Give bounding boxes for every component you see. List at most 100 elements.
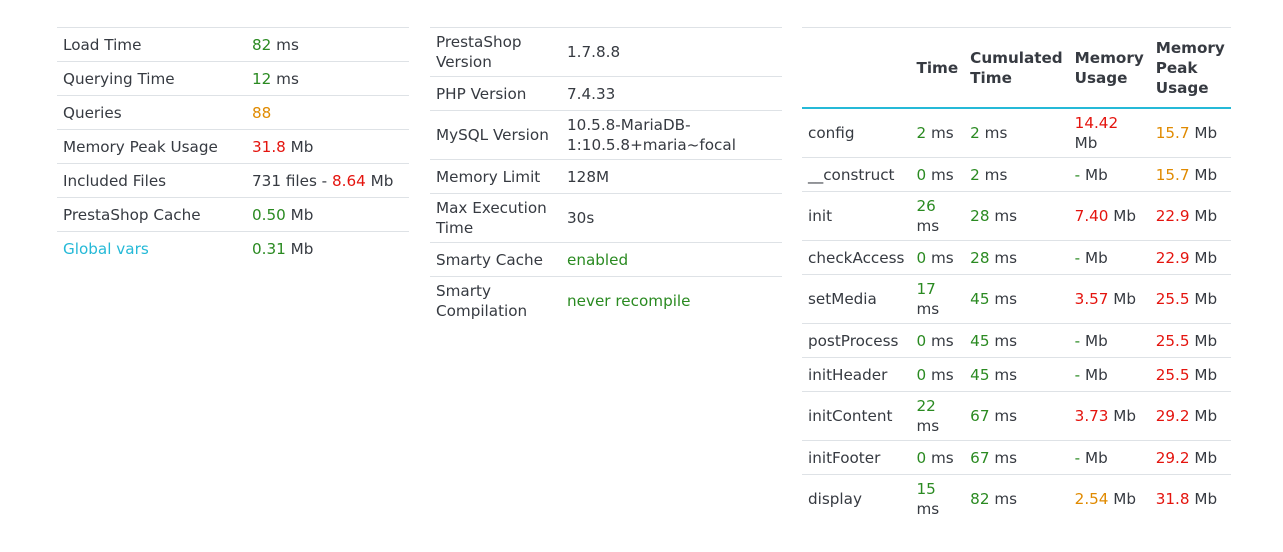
step-peak-value: 25.5: [1155, 290, 1190, 308]
environment-value: 7.4.33: [561, 76, 782, 111]
steps-header-row: Time Cumulated Time Memory Usage Memory …: [802, 27, 1231, 109]
summary-label: Querying Time: [57, 61, 246, 96]
summary-label: Load Time: [57, 27, 246, 62]
step-cumulated: 67 ms: [964, 391, 1069, 441]
step-memory: - Mb: [1068, 240, 1150, 275]
step-peak-value: 31.8: [1155, 490, 1190, 508]
value-number: 31.8: [252, 137, 286, 156]
step-memory: 2.54 Mb: [1068, 474, 1150, 523]
step-time-value: 26: [916, 197, 936, 215]
summary-label: PrestaShop Cache: [57, 197, 246, 232]
unit: ms: [916, 217, 940, 235]
value-number: 8.64: [332, 171, 366, 190]
unit: ms: [989, 331, 1018, 350]
step-peak: 22.9 Mb: [1149, 240, 1231, 275]
unit: Mb: [1080, 365, 1108, 384]
step-cumulated: 2 ms: [964, 157, 1069, 192]
value-number: 12: [252, 69, 272, 88]
step-peak: 25.5 Mb: [1149, 357, 1231, 392]
summary-value: 82 ms: [246, 27, 409, 62]
step-cumulated-value: 67: [970, 448, 990, 467]
unit: ms: [926, 165, 954, 184]
step-peak: 22.9 Mb: [1149, 191, 1231, 241]
summary-value: 0.50 Mb: [246, 197, 409, 232]
step-peak-value: 25.5: [1155, 365, 1190, 384]
step-name: postProcess: [802, 323, 911, 358]
unit: Mb: [1080, 248, 1108, 267]
step-memory-value: 2.54: [1074, 490, 1109, 508]
unit: Mb: [1189, 207, 1218, 225]
step-cumulated-value: 2: [970, 124, 980, 142]
step-cumulated: 82 ms: [964, 474, 1069, 523]
value-number: 0.31: [252, 239, 286, 258]
environment-row: Smarty Compilation never recompile: [430, 276, 782, 325]
step-cumulated-value: 2: [970, 165, 980, 184]
step-memory-value: 7.40: [1074, 207, 1109, 225]
environment-value-text: 10.5.8-MariaDB-1:10.5.8+maria~focal: [567, 116, 736, 154]
step-cumulated-value: 45: [970, 331, 990, 350]
step-time-value: 22: [916, 397, 936, 415]
environment-label: Smarty Compilation: [430, 276, 561, 325]
unit: ms: [989, 248, 1018, 267]
step-name: initHeader: [802, 357, 911, 392]
summary-value: 31.8 Mb: [246, 129, 409, 164]
step-time: 2 ms: [910, 107, 965, 158]
step-time-value: 0: [916, 448, 927, 467]
unit: ms: [926, 331, 954, 350]
step-time: 26 ms: [910, 191, 965, 241]
step-cumulated: 2 ms: [964, 107, 1069, 158]
step-cumulated: 45 ms: [964, 274, 1069, 324]
unit: ms: [989, 207, 1018, 225]
step-time: 15 ms: [910, 474, 965, 523]
value-unit: Mb: [365, 171, 394, 190]
step-peak-value: 29.2: [1155, 448, 1190, 467]
step-name: checkAccess: [802, 240, 911, 275]
step-name: setMedia: [802, 274, 911, 324]
unit: ms: [989, 490, 1018, 508]
step-time-value: 0: [916, 248, 927, 267]
unit: ms: [979, 124, 1008, 142]
environment-value-text: never recompile: [567, 292, 691, 310]
unit: Mb: [1189, 365, 1218, 384]
value-unit: ms: [271, 35, 299, 54]
step-time-value: 0: [916, 165, 927, 184]
steps-header-step: [802, 27, 911, 109]
step-cumulated: 45 ms: [964, 323, 1069, 358]
environment-label: Max Execution Time: [430, 193, 561, 243]
value-number: 88: [252, 103, 272, 122]
steps-header-time: Time: [910, 27, 965, 109]
unit: Mb: [1189, 448, 1218, 467]
unit: ms: [979, 165, 1008, 184]
unit: Mb: [1108, 490, 1137, 508]
step-peak-value: 22.9: [1155, 248, 1190, 267]
step-name: init: [802, 191, 911, 241]
summary-label: Queries: [57, 95, 246, 130]
step-cumulated: 28 ms: [964, 240, 1069, 275]
steps-header-peak: Memory Peak Usage: [1149, 27, 1231, 109]
step-memory-value: -: [1074, 331, 1081, 350]
summary-label[interactable]: Global vars: [57, 231, 246, 265]
environment-value-text: enabled: [567, 250, 629, 269]
unit: Mb: [1080, 331, 1108, 350]
unit: Mb: [1189, 490, 1218, 508]
step-cumulated-value: 28: [970, 248, 990, 267]
value-number: 0.50: [252, 205, 286, 224]
summary-value: 731 files - 8.64 Mb: [246, 163, 409, 198]
step-name: config: [802, 107, 911, 158]
environment-value: 10.5.8-MariaDB-1:10.5.8+maria~focal: [561, 110, 782, 160]
summary-value: 0.31 Mb: [246, 231, 409, 265]
unit: ms: [926, 448, 954, 467]
step-peak: 25.5 Mb: [1149, 323, 1231, 358]
value-unit: Mb: [285, 239, 314, 258]
